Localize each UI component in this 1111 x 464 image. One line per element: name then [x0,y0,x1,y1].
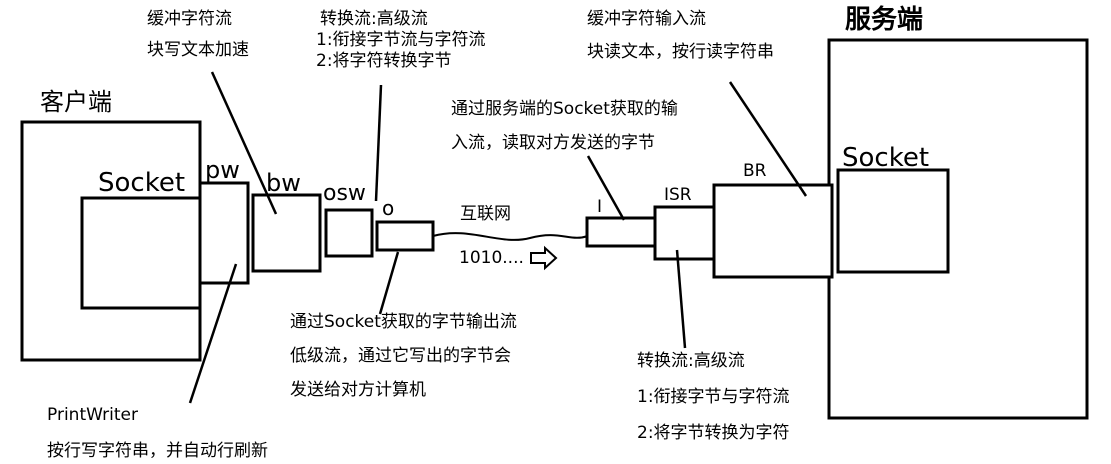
osw-note-line2: 1:衔接字节流与字符流 [316,30,486,50]
isr-note-line3: 2:将字节转换为字符 [637,423,790,443]
br-note-line2: 块读文本，按行读字符串 [587,42,774,62]
client-group: 客户端 Socket pw bw osw o [20,88,435,362]
bw-note-line1: 缓冲字符流 [147,9,232,29]
osw-note-line3: 2:将字符转换字节 [316,51,452,71]
server-group: 服务端 Socket BR ISR I [585,5,1089,420]
o-note-line3: 发送给对方计算机 [290,380,426,400]
o-label: o [382,196,394,220]
client-title: 客户端 [40,88,112,116]
client-box [20,120,202,362]
isr-leader [675,249,687,349]
bw-leader [210,71,278,215]
o-note-line2: 低级流，通过它写出的字节会 [290,346,511,366]
network-group: 互联网 1010.... [432,204,589,271]
pw-label: pw [205,156,240,184]
network-cable [432,232,589,241]
osw-label: osw [323,181,366,206]
isr-box [653,205,716,261]
pw-leader [188,263,238,404]
pw-note-line2: 按行写字符串，并自动行刷新 [47,441,268,461]
o-leader [378,251,400,315]
o-note-line1: 通过Socket获取的字节输出流 [290,312,517,332]
br-note: 缓冲字符输入流 块读文本，按行读字符串 [587,9,774,62]
i-note: 通过服务端的Socket获取的输 入流，读取对方发送的字节 [451,99,678,153]
leader-lines [188,71,808,404]
o-box [375,220,435,252]
arrow-right-icon [530,245,558,271]
network-label: 互联网 [460,204,511,224]
server-socket-label: Socket [842,143,929,173]
isr-note-line1: 转换流:高级流 [637,351,745,371]
bw-note-line2: 块写文本加速 [147,40,249,60]
server-title: 服务端 [845,5,923,35]
pw-note: PrintWriter 按行写字符串，并自动行刷新 [47,405,268,461]
o-note: 通过Socket获取的字节输出流 低级流，通过它写出的字节会 发送给对方计算机 [290,312,517,400]
pw-box [198,181,250,285]
i-note-line1: 通过服务端的Socket获取的输 [451,99,678,119]
br-note-line1: 缓冲字符输入流 [587,9,706,29]
i-leader [586,155,626,221]
i-label: I [597,197,602,217]
bw-label: bw [266,169,301,197]
client-socket-label: Socket [98,168,185,198]
isr-label: ISR [664,185,692,205]
br-label: BR [743,161,767,181]
isr-note-line2: 1:衔接字节与字符流 [637,387,790,407]
client-socket-box [80,196,202,310]
isr-note: 转换流:高级流 1:衔接字节与字符流 2:将字节转换为字符 [637,351,790,443]
br-leader [728,81,808,197]
osw-note: 转换流:高级流 1:衔接字节流与字符流 2:将字符转换字节 [316,9,486,71]
pw-note-line1: PrintWriter [47,405,138,425]
bw-box [251,193,322,273]
server-socket-box [836,168,950,274]
osw-note-line1: 转换流:高级流 [320,9,428,29]
i-note-line2: 入流，读取对方发送的字节 [451,133,655,153]
osw-box [324,208,374,258]
osw-leader [374,84,383,202]
br-box [712,183,834,279]
network-bits: 1010.... [459,248,524,268]
bw-note: 缓冲字符流 块写文本加速 [147,9,249,60]
i-box [585,216,657,248]
